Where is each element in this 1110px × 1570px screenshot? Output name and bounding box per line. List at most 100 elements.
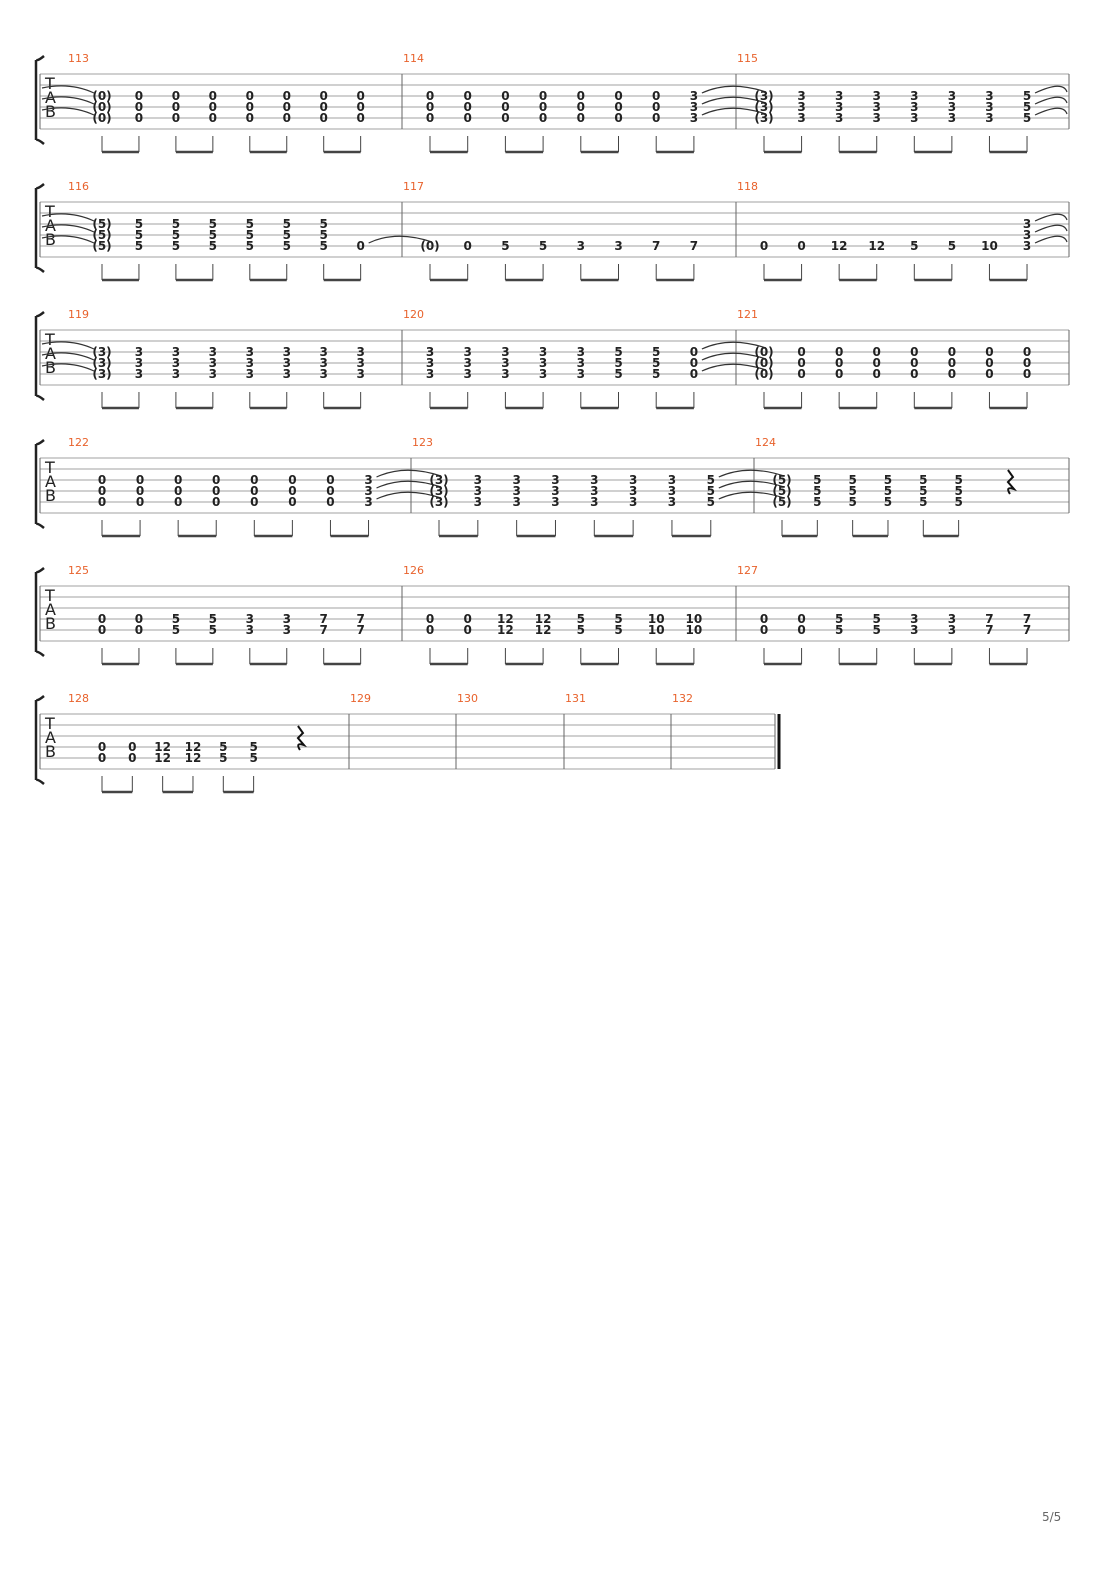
- fret-number: 3: [246, 612, 254, 626]
- fret-number: 0: [464, 612, 472, 626]
- fret-number: 5: [813, 495, 821, 509]
- fret-number: 3: [283, 345, 291, 359]
- tie-arc: [718, 491, 785, 500]
- fret-number: 3: [283, 356, 291, 370]
- fret-number: 0: [320, 89, 328, 103]
- fret-number: 0: [135, 623, 143, 637]
- tie-arc: [1034, 224, 1068, 233]
- tie-arc: [701, 363, 767, 372]
- fret-number: 5: [135, 239, 143, 253]
- measure: 131: [565, 692, 586, 705]
- fret-number: 3: [501, 356, 509, 370]
- fret-number: 5: [652, 356, 660, 370]
- fret-number: 5: [219, 751, 227, 765]
- fret-number: 0: [464, 89, 472, 103]
- tab-clef-letter: B: [45, 614, 56, 633]
- fret-number: 0: [910, 367, 918, 381]
- fret-number: 0: [426, 612, 434, 626]
- fret-number: 3: [985, 111, 993, 125]
- fret-number: (3): [92, 345, 111, 359]
- fret-number: 3: [551, 473, 559, 487]
- measure-number: 128: [68, 692, 89, 705]
- fret-number: 5: [172, 623, 180, 637]
- fret-number: 0: [797, 612, 805, 626]
- fret-number: 3: [835, 111, 843, 125]
- fret-number: 0: [835, 345, 843, 359]
- fret-number: (0): [754, 367, 773, 381]
- measure-number: 113: [68, 52, 89, 65]
- fret-number: 3: [835, 100, 843, 114]
- fret-number: 3: [172, 356, 180, 370]
- fret-number: 5: [209, 612, 217, 626]
- tie-arc: [376, 491, 442, 500]
- fret-number: 5: [614, 623, 622, 637]
- fret-number: 3: [512, 495, 520, 509]
- fret-number: 7: [356, 612, 364, 626]
- fret-number: 3: [668, 484, 676, 498]
- fret-number: 0: [614, 111, 622, 125]
- fret-number: 0: [356, 89, 364, 103]
- fret-number: 3: [135, 345, 143, 359]
- tab-clef-letter: B: [45, 230, 56, 249]
- tab-clef-letter: B: [45, 358, 56, 377]
- tie-arc: [41, 85, 95, 94]
- fret-number: 0: [283, 100, 291, 114]
- fret-number: 3: [426, 356, 434, 370]
- tab-clef-letter: T: [44, 330, 55, 349]
- fret-number: 3: [690, 89, 698, 103]
- fret-number: 0: [797, 623, 805, 637]
- fret-number: 0: [760, 612, 768, 626]
- staff-system: TAB113(0)(0)(0)0000000000000000000001140…: [34, 52, 1070, 154]
- fret-number: 0: [501, 111, 509, 125]
- fret-number: 0: [690, 356, 698, 370]
- fret-number: 3: [835, 89, 843, 103]
- fret-number: 3: [910, 111, 918, 125]
- fret-number: 0: [797, 356, 805, 370]
- fret-number: 3: [690, 111, 698, 125]
- fret-number: 0: [577, 111, 585, 125]
- fret-number: 3: [464, 345, 472, 359]
- measure: 132: [672, 692, 693, 705]
- fret-number: 3: [1023, 228, 1031, 242]
- fret-number: 5: [501, 239, 509, 253]
- fret-number: (5): [92, 239, 111, 253]
- fret-number: 0: [128, 751, 136, 765]
- fret-number: 5: [209, 228, 217, 242]
- fret-number: 12: [185, 751, 202, 765]
- fret-number: 10: [648, 623, 665, 637]
- fret-number: 3: [1023, 217, 1031, 231]
- fret-number: 5: [172, 239, 180, 253]
- fret-number: 5: [172, 612, 180, 626]
- fret-number: 3: [364, 495, 372, 509]
- fret-number: 12: [497, 623, 514, 637]
- fret-number: 5: [707, 495, 715, 509]
- fret-number: 3: [577, 367, 585, 381]
- fret-number: 3: [283, 612, 291, 626]
- fret-number: 5: [320, 228, 328, 242]
- fret-number: 3: [320, 356, 328, 370]
- measure-number: 121: [737, 308, 758, 321]
- fret-number: (0): [92, 89, 111, 103]
- fret-number: 0: [136, 473, 144, 487]
- fret-number: 5: [246, 239, 254, 253]
- fret-number: 3: [474, 473, 482, 487]
- fret-number: 3: [985, 100, 993, 114]
- tie-arc: [41, 341, 95, 350]
- fret-number: 5: [135, 228, 143, 242]
- fret-number: 12: [185, 740, 202, 754]
- fret-number: 0: [985, 345, 993, 359]
- fret-number: 12: [535, 623, 552, 637]
- fret-number: 0: [136, 495, 144, 509]
- fret-number: 5: [848, 484, 856, 498]
- fret-number: 3: [135, 356, 143, 370]
- fret-number: 3: [590, 473, 598, 487]
- fret-number: 5: [209, 623, 217, 637]
- fret-number: 0: [760, 239, 768, 253]
- measure-number: 117: [403, 180, 424, 193]
- fret-number: 5: [246, 228, 254, 242]
- fret-number: 0: [326, 473, 334, 487]
- system-bracket: [34, 695, 45, 785]
